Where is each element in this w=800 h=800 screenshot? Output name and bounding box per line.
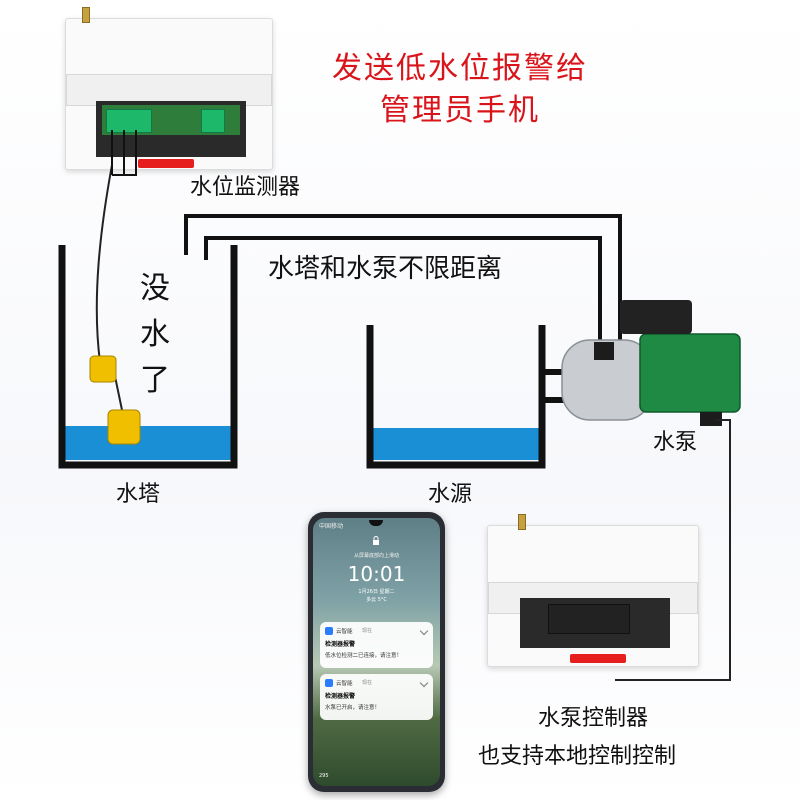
pipe-outer bbox=[184, 214, 622, 345]
pipe-2-outer bbox=[204, 236, 602, 350]
pump-controller-device bbox=[487, 514, 699, 667]
bottom-status: 295 bbox=[319, 773, 329, 779]
phone-lock-screen: 中国移动 从屏幕底部向上滑动 10:01 1月26日 星期二 多云 5°C 云智… bbox=[313, 518, 440, 786]
lock-clock: 10:01 bbox=[347, 562, 406, 586]
notification-app-name: 云智能 bbox=[336, 681, 353, 687]
app-icon bbox=[325, 627, 333, 635]
notification-app-name: 云智能 bbox=[336, 629, 353, 635]
chevron-down-icon[interactable] bbox=[419, 626, 429, 636]
chevron-down-icon[interactable] bbox=[419, 678, 429, 688]
notification-card-2[interactable]: 云智能 现在 检测器报警 水泵已开启，请注意！ bbox=[320, 674, 433, 720]
notification-message: 水泵已开启，请注意！ bbox=[325, 705, 381, 711]
label-no-water-1: 没 bbox=[140, 271, 170, 306]
header-title-line1: 发送低水位报警给 bbox=[332, 51, 588, 86]
water-pump bbox=[561, 300, 741, 426]
float-cable bbox=[95, 164, 113, 363]
label-water-source: 水源 bbox=[428, 482, 473, 507]
label-water-tower: 水塔 bbox=[116, 482, 161, 507]
terminal-block-left bbox=[106, 109, 152, 133]
notification-message: 低水位检测二已连接，请注意！ bbox=[325, 653, 403, 659]
camera-notch bbox=[369, 520, 383, 526]
antenna-icon bbox=[518, 514, 526, 530]
device-top-step bbox=[66, 74, 272, 106]
label-local-control: 也支持本地控制控制 bbox=[478, 744, 677, 769]
float-switch-lower bbox=[107, 409, 141, 445]
pump-controller-cable bbox=[615, 419, 731, 681]
terminal-block-right bbox=[201, 109, 225, 133]
water-source-tank bbox=[366, 325, 546, 469]
label-pump: 水泵 bbox=[653, 430, 698, 455]
water-level-monitor-device bbox=[65, 7, 273, 170]
float-switch-upper bbox=[89, 355, 117, 383]
app-icon bbox=[325, 679, 333, 687]
notification-title: 检测器报警 bbox=[325, 641, 356, 648]
lock-hint: 从屏幕底部向上滑动 bbox=[353, 553, 399, 559]
phone-device: 中国移动 从屏幕底部向上滑动 10:01 1月26日 星期二 多云 5°C 云智… bbox=[308, 512, 445, 792]
din-rail-clip bbox=[570, 654, 626, 663]
label-distance-note: 水塔和水泵不限距离 bbox=[268, 254, 503, 284]
lock-icon bbox=[373, 536, 379, 545]
label-no-water-3: 了 bbox=[140, 363, 170, 398]
status-carrier: 中国移动 bbox=[319, 523, 344, 530]
antenna-icon bbox=[82, 7, 90, 23]
water-tower-tank bbox=[58, 245, 238, 469]
notification-card-1[interactable]: 云智能 现在 检测器报警 低水位检测二已连接，请注意！ bbox=[320, 622, 433, 668]
label-no-water-2: 水 bbox=[140, 317, 170, 352]
label-water-level-monitor: 水位监测器 bbox=[190, 175, 301, 200]
din-rail-clip bbox=[138, 159, 194, 168]
header-title-line2: 管理员手机 bbox=[380, 93, 540, 128]
notification-title: 检测器报警 bbox=[325, 693, 356, 700]
notification-time: 现在 bbox=[362, 628, 373, 634]
notification-time: 现在 bbox=[362, 680, 373, 686]
lock-weather: 多云 5°C bbox=[366, 597, 387, 603]
power-terminal-block bbox=[548, 604, 630, 634]
monitor-wires bbox=[111, 130, 137, 176]
label-pump-controller: 水泵控制器 bbox=[538, 706, 649, 731]
lock-date: 1月26日 星期二 bbox=[358, 589, 395, 595]
